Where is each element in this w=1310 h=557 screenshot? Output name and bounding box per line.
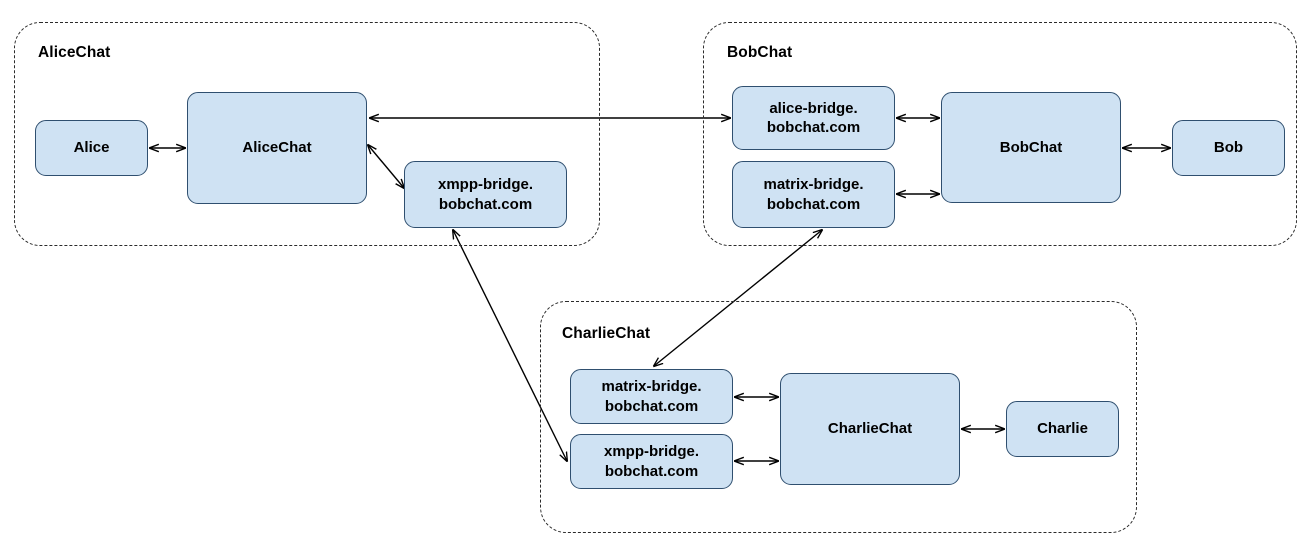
node-charlie-matrix-bridge[interactable]: matrix-bridge. bobchat.com	[570, 369, 733, 424]
container-label-alicechat-container: AliceChat	[38, 44, 111, 61]
node-alice-xmpp-bridge[interactable]: xmpp-bridge. bobchat.com	[404, 161, 567, 228]
container-label-bobchat-container: BobChat	[727, 44, 793, 61]
container-charliechat-container	[540, 301, 1137, 533]
container-label-charliechat-container: CharlieChat	[562, 325, 651, 342]
node-alicechat[interactable]: AliceChat	[187, 92, 367, 204]
node-bob-matrix-bridge[interactable]: matrix-bridge. bobchat.com	[732, 161, 895, 228]
node-charliechat[interactable]: CharlieChat	[780, 373, 960, 485]
node-charlie[interactable]: Charlie	[1006, 401, 1119, 457]
container-bobchat-container	[703, 22, 1297, 246]
container-alicechat-container	[14, 22, 600, 246]
node-alice[interactable]: Alice	[35, 120, 148, 176]
node-bob-alice-bridge[interactable]: alice-bridge. bobchat.com	[732, 86, 895, 150]
node-charlie-xmpp-bridge[interactable]: xmpp-bridge. bobchat.com	[570, 434, 733, 489]
node-bob[interactable]: Bob	[1172, 120, 1285, 176]
node-bobchat[interactable]: BobChat	[941, 92, 1121, 203]
